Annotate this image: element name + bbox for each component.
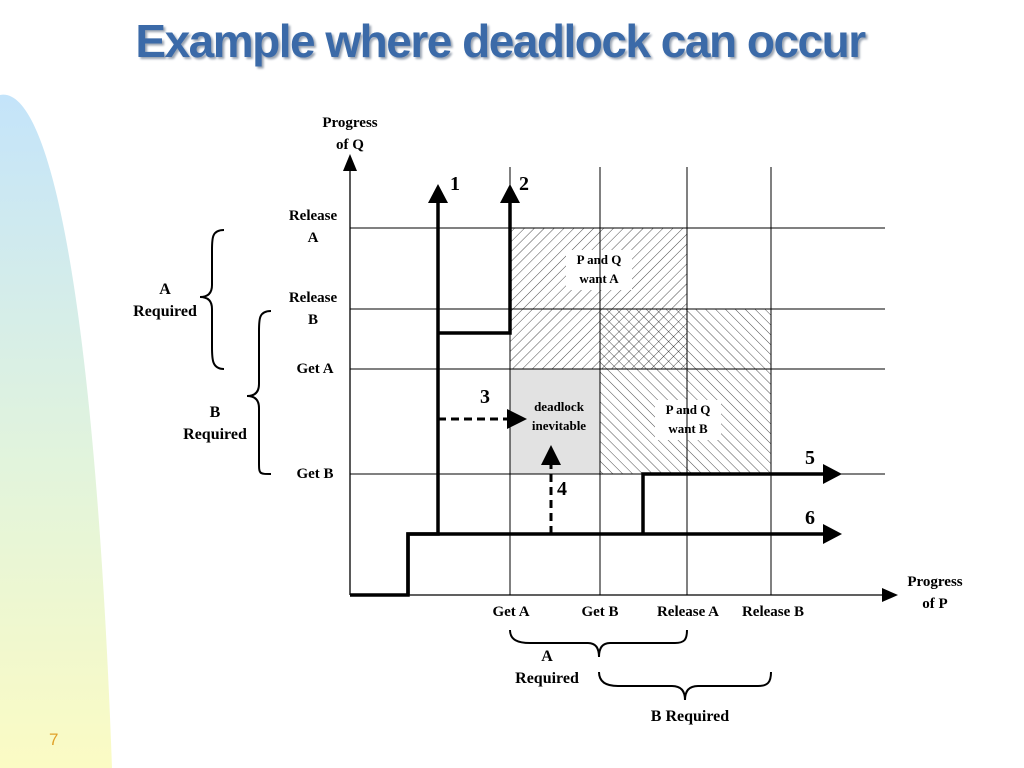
x-axis: [350, 588, 898, 602]
y-tick-get-b: Get B: [296, 466, 333, 482]
brace-label-left-b-line1: B: [209, 404, 221, 421]
path-4: [541, 445, 561, 534]
path-6: [350, 524, 842, 597]
y-tick-get-a: Get A: [296, 361, 333, 377]
slide-title: Example where deadlock can occur: [135, 15, 866, 67]
x-tick-release-b: Release B: [742, 604, 804, 620]
y-tick-release-a-line2: A: [308, 230, 319, 246]
y-axis-title-line1: Progress: [322, 115, 377, 131]
path-label-3: 3: [480, 386, 490, 408]
brace-label-left-a: A Required: [120, 279, 210, 323]
region-label-deadlock-line1: deadlock: [534, 399, 585, 414]
x-tick-release-a: Release A: [657, 604, 719, 620]
x-tick-get-b: Get B: [581, 604, 618, 620]
brace-label-bottom-a: A Required: [502, 646, 592, 690]
path-label-1: 1: [450, 173, 460, 195]
path-5: [641, 464, 842, 534]
region-label-want-a-line1: P and Q: [577, 252, 622, 267]
brace-left-a: [199, 229, 225, 370]
region-pq-want-b-hatch: [600, 309, 771, 474]
path-label-4: 4: [557, 478, 567, 500]
brace-label-bottom-a-line2: Required: [515, 670, 579, 687]
label-bg-want-a: [566, 250, 632, 290]
region-label-want-b-line1: P and Q: [666, 402, 711, 417]
brace-label-left-b-line2: Required: [183, 426, 247, 443]
y-tick-release-b-line2: B: [308, 312, 318, 328]
brace-label-left-b: B Required: [170, 402, 260, 446]
x-axis-title-line1: Progress: [907, 574, 962, 590]
y-axis: [343, 154, 357, 595]
region-label-want-a-line2: want A: [579, 271, 619, 286]
brace-left-b: [246, 310, 272, 475]
brace-label-bottom-b: B Required: [650, 708, 730, 725]
slide-number: 7: [49, 730, 59, 749]
brace-bottom-a: [509, 629, 688, 658]
path-label-2: 2: [519, 173, 529, 195]
brace-label-left-a-line1: A: [159, 281, 171, 298]
region-label-deadlock-line2: inevitable: [532, 418, 586, 433]
path-label-6: 6: [805, 507, 815, 529]
x-tick-get-a: Get A: [492, 604, 529, 620]
region-label-want-b-line2: want B: [668, 421, 708, 436]
y-tick-release-b-line1: Release: [289, 290, 338, 306]
label-bg-want-b: [655, 400, 721, 440]
x-axis-title-line2: of P: [922, 596, 947, 612]
path-3: [438, 409, 527, 429]
brace-label-left-a-line2: Required: [133, 303, 197, 320]
path-2: [438, 184, 520, 335]
brace-bottom-b: [598, 671, 772, 701]
brace-label-bottom-a-line1: A: [541, 648, 553, 665]
path-label-5: 5: [805, 447, 815, 469]
y-tick-release-a-line1: Release: [289, 208, 338, 224]
y-axis-title-line2: of Q: [336, 137, 364, 153]
